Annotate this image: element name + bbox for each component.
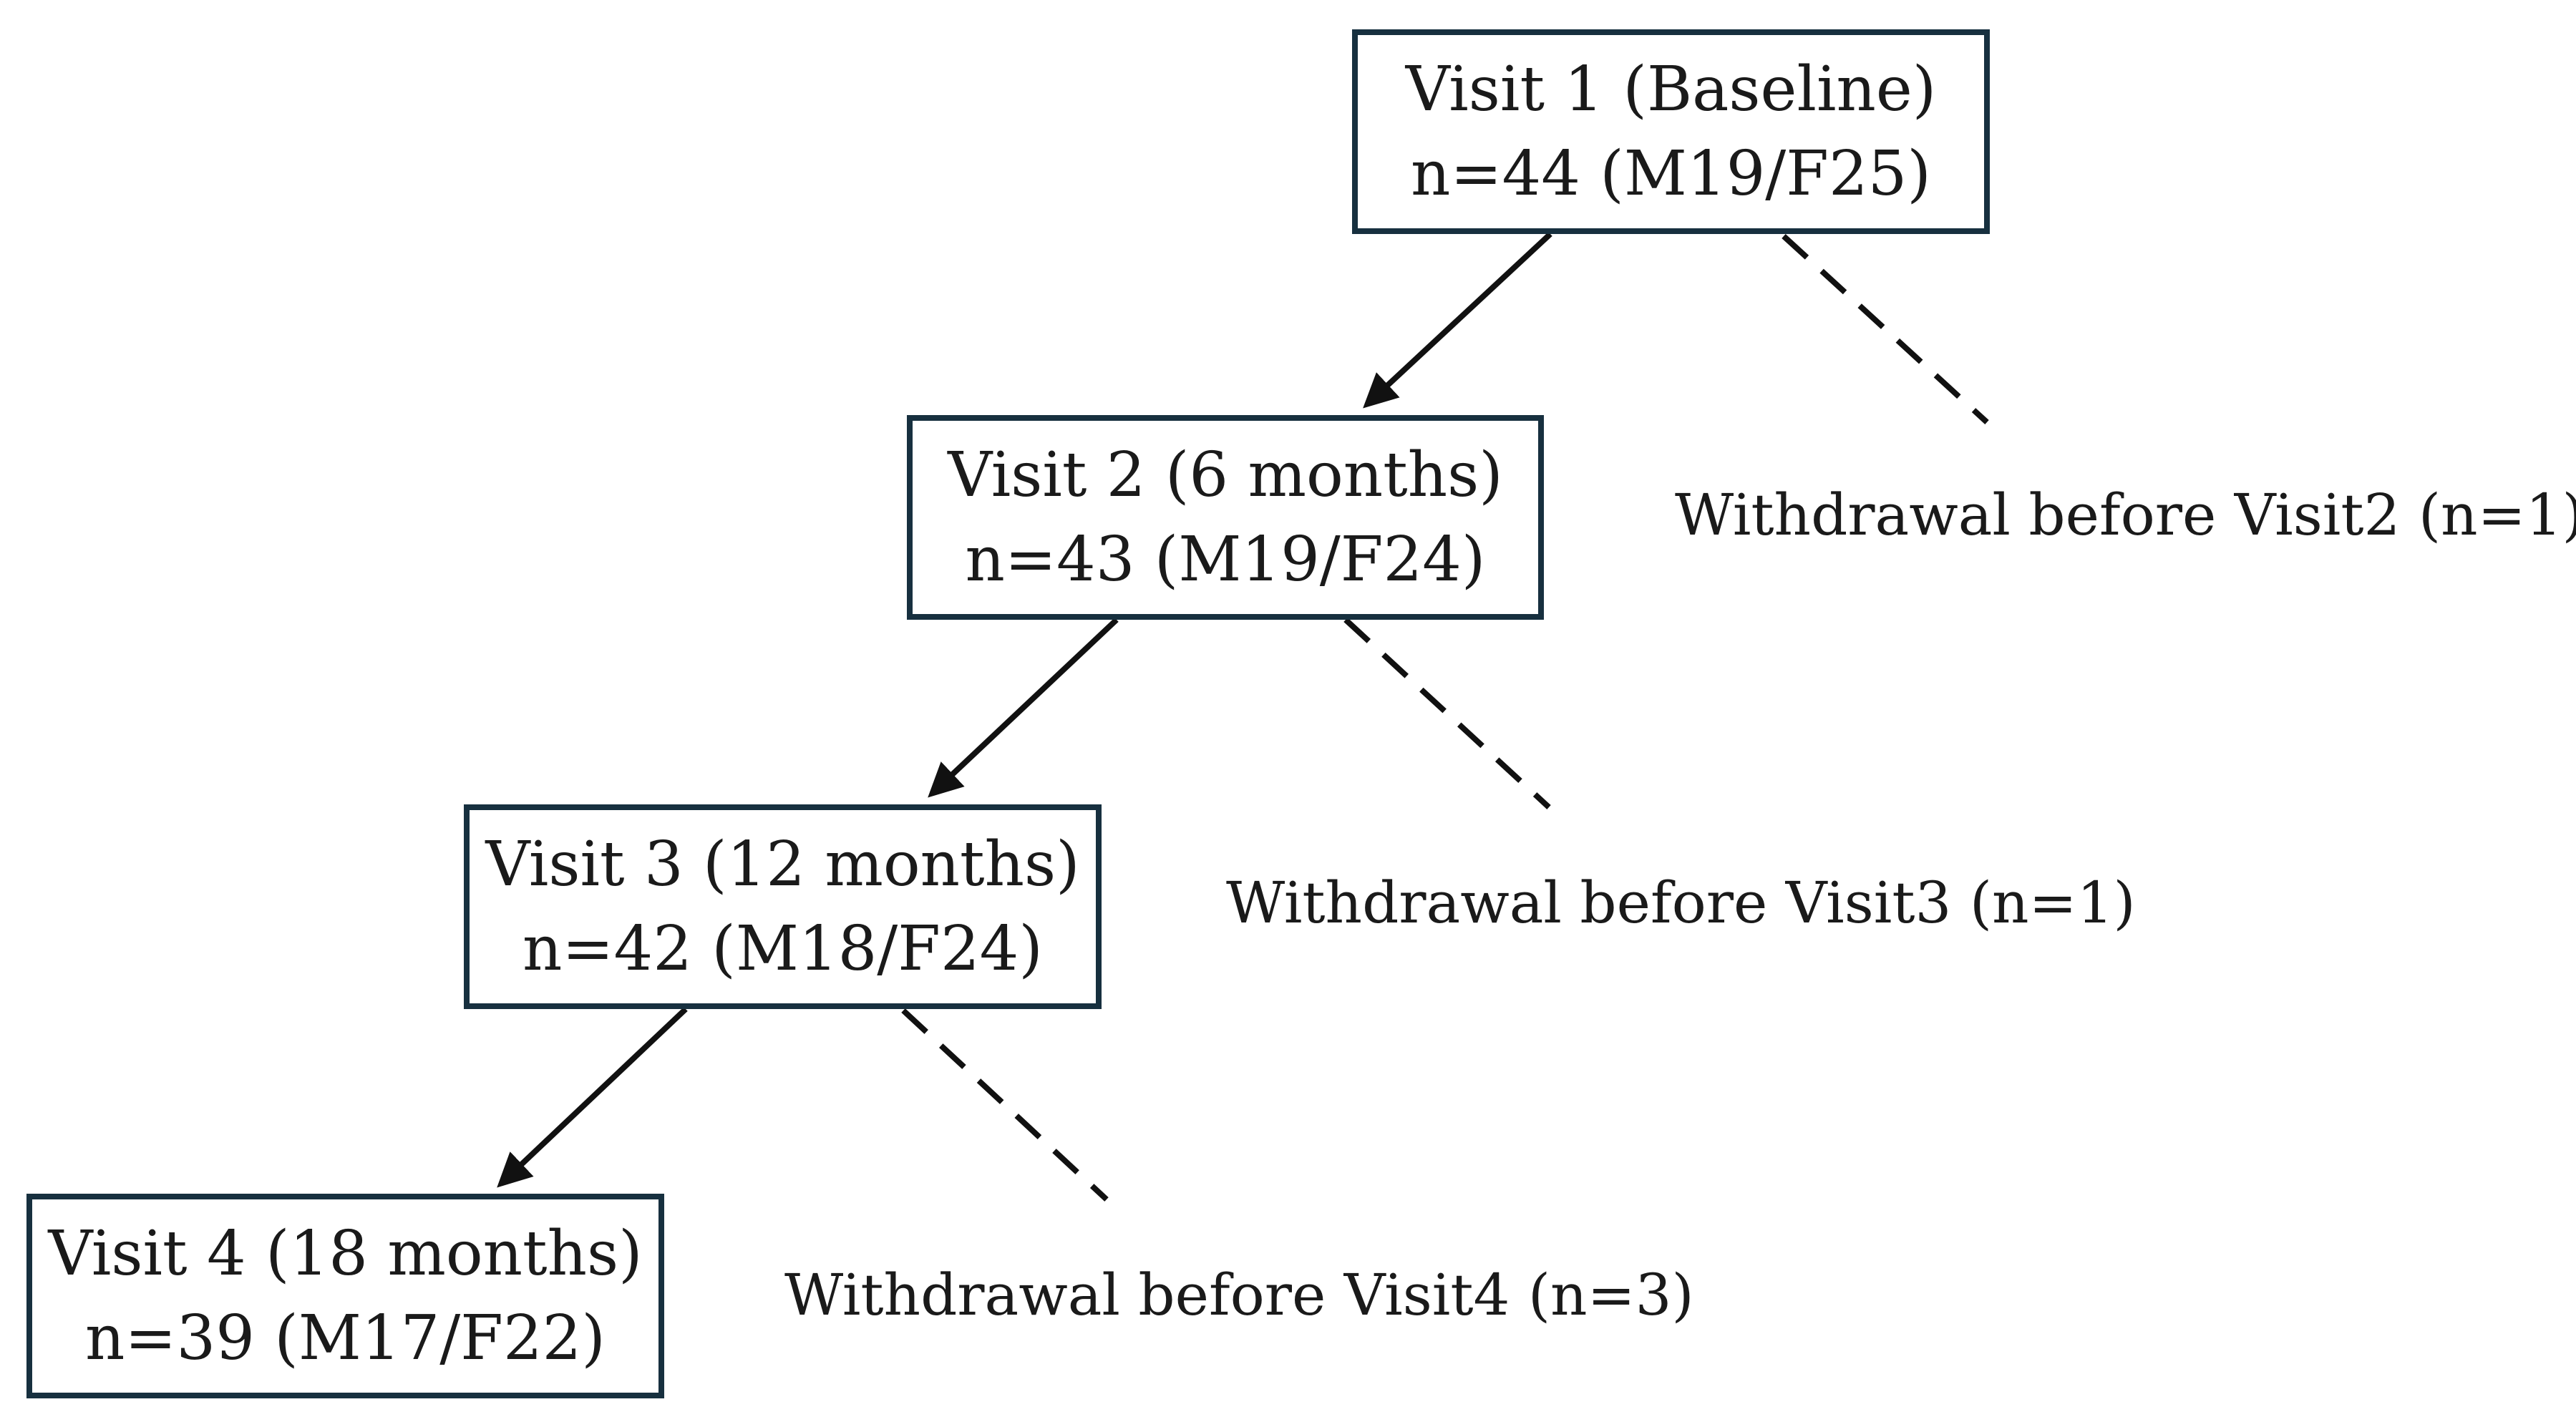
visit-2-title: Visit 2 (6 months) (948, 439, 1503, 511)
arrow-visit3-to-visit4 (497, 1007, 688, 1188)
withdrawal-before-visit3-label: Withdrawal before Visit3 (n=1) (1226, 870, 2136, 936)
withdrawal-before-visit2-label: Withdrawal before Visit2 (n=1) (1675, 482, 2576, 548)
dashed-withdrawal-line-2 (1343, 618, 1551, 809)
arrow-visit2-to-visit3 (928, 618, 1119, 798)
visit-4-box: Visit 4 (18 months) n=39 (M17/F22) (26, 1194, 664, 1398)
withdrawal-before-visit4-label: Withdrawal before Visit4 (n=3) (784, 1262, 1694, 1328)
visit-1-title: Visit 1 (Baseline) (1405, 54, 1937, 125)
visit-4-count: n=39 (M17/F22) (85, 1302, 606, 1374)
visit-3-box: Visit 3 (12 months) n=42 (M18/F24) (464, 804, 1102, 1009)
visit-2-count: n=43 (M19/F24) (965, 524, 1486, 595)
visit-2-box: Visit 2 (6 months) n=43 (M19/F24) (907, 415, 1544, 620)
dashed-withdrawal-line-1 (1782, 234, 1989, 424)
visit-3-count: n=42 (M18/F24) (523, 913, 1043, 985)
visit-1-count: n=44 (M19/F25) (1411, 138, 1931, 210)
visit-3-title: Visit 3 (12 months) (485, 829, 1080, 900)
arrow-visit1-to-visit2 (1363, 232, 1552, 409)
visit-1-box: Visit 1 (Baseline) n=44 (M19/F25) (1352, 29, 1990, 234)
visit-4-title: Visit 4 (18 months) (48, 1218, 643, 1290)
dashed-withdrawal-line-3 (901, 1008, 1109, 1202)
